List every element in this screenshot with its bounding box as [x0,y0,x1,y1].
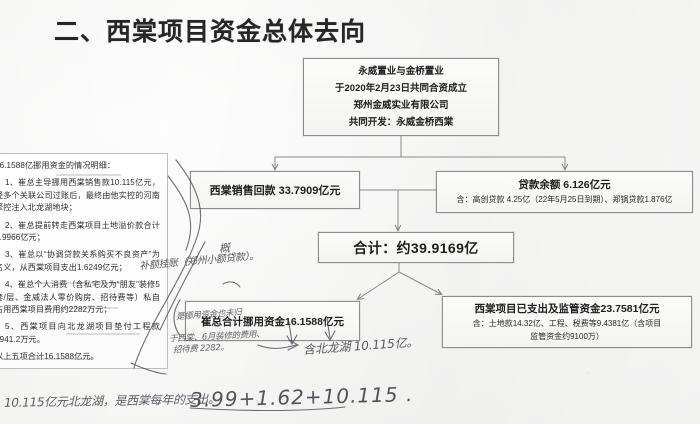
doc-item-4: 4、崔总个人消费（含私宅及为“朋友”装修5套/层、金威法人零价购房、招待费等）私… [0,280,160,315]
doc-item-5: 5、西棠项目向北龙湖项目垫付工程款1941.2万元。 [0,322,160,344]
project-spending-box: 西棠项目已支出及监管资金23.7581亿元 含：土地款14.32亿、工程、税费等… [442,296,692,348]
loan-balance-box: 贷款余额 6.126亿元 含：高创贷款 4.25亿（22年5月25日到期）、郑锅… [436,171,693,213]
misappropriation-detail-document: 16.1588亿挪用资金的情况明细： 1、崔总主导挪用西棠销售款10.115亿元… [0,153,168,369]
doc-item-2: 2、崔总提前转走西棠项目土地溢价款合计1.9966亿元； [0,220,160,243]
root-line-4: 共同开发：永威金桥西棠 [348,117,454,128]
page-title: 二、西棠项目资金总体去向 [54,18,367,46]
spending-amount-label: 西棠项目已支出及监管资金23.7581亿元 [474,303,660,315]
doc-summary: 以上五项合计16.1588亿元。 [0,352,99,362]
doc-item-1: 1、崔总主导挪用西棠销售款10.115亿元，经多个关联公司过账后，最终由他实控的… [0,178,160,213]
doc-heading: 16.1588亿挪用资金的情况明细： [0,161,116,170]
root-line-3: 郑州金威实业有限公司 [353,100,449,111]
root-line-2: 于2020年2月23日共同合资成立 [335,83,467,94]
grand-total-label: 合计：约39.9169亿 [353,239,479,256]
misappropriated-amount-label: 崔总合计挪用资金16.1588亿元 [201,315,344,328]
sales-receipts-box: 西棠销售回款 33.7909亿元 [190,171,360,209]
grand-total-box: 合计：约39.9169亿 [318,232,514,263]
spending-detail-line-2: 监管资金约9100万） [530,332,604,341]
sales-amount-label: 西棠销售回款 33.7909亿元 [209,185,341,197]
spending-detail-line-1: 含：土地款14.32亿、工程、税费等9.4381亿（含项目 [472,319,662,328]
misappropriated-funds-box: 崔总合计挪用资金16.1588亿元 [185,301,360,341]
loan-amount-label: 贷款余额 6.126亿元 [518,178,611,191]
loan-detail-label: 含：高创贷款 4.25亿（22年5月25日到期）、郑锅贷款1.876亿 [456,194,673,204]
company-formation-box: 永威置业与金桥置业 于2020年2月23日共同合资成立 郑州金威实业有限公司 共… [303,58,499,136]
doc-item-3: 3、崔总以“协调贷款关系购买不良资产”为名义，从西棠项目支出1.6249亿元； [0,250,160,272]
root-line-1: 永威置业与金桥置业 [358,66,444,77]
